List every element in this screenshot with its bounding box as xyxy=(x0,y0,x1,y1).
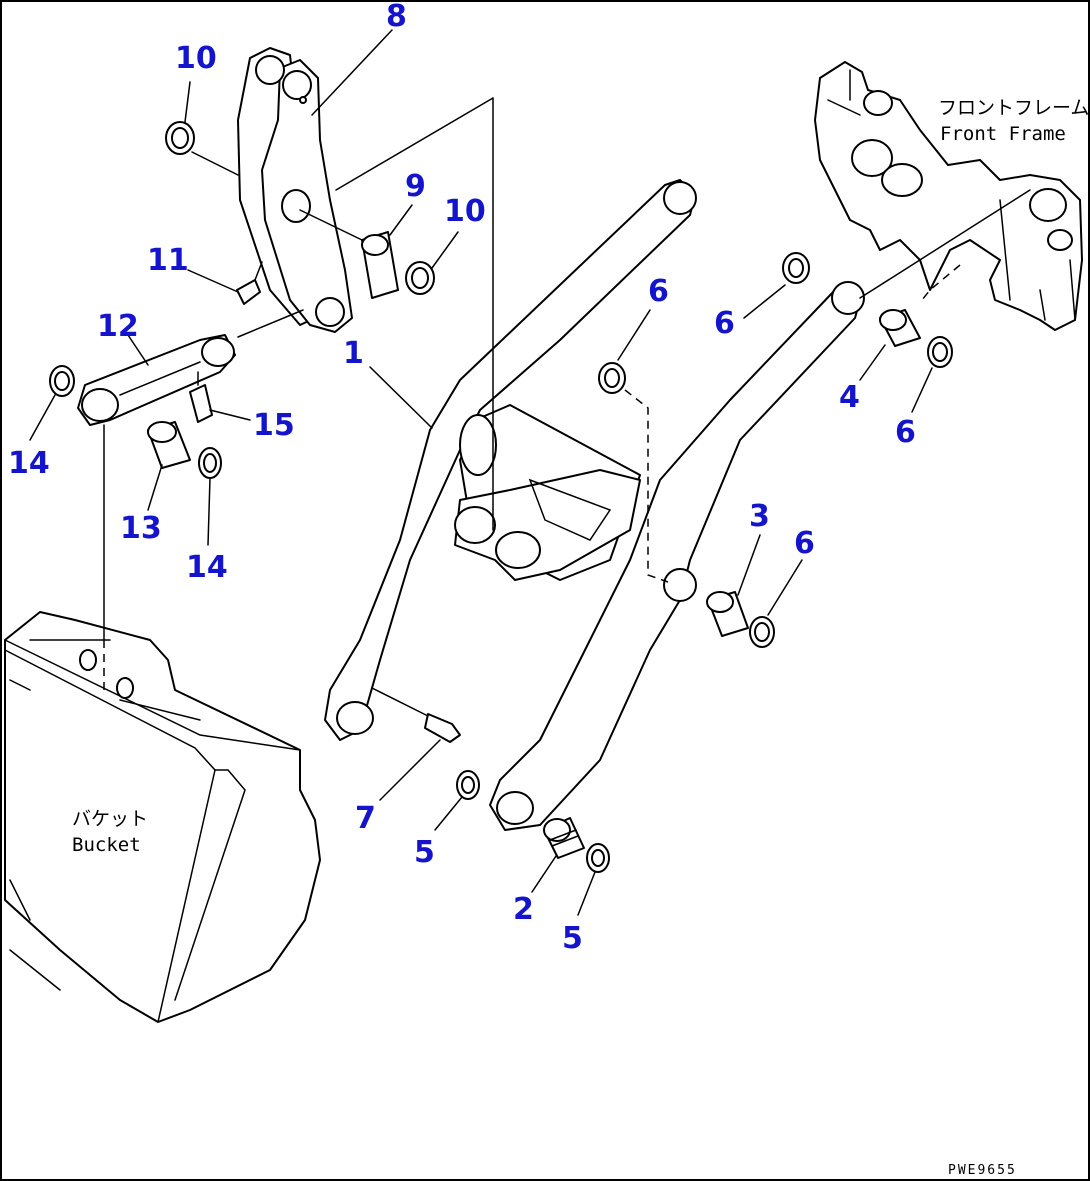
drawing-code: PWE9655 xyxy=(948,1163,1017,1178)
callout-5-right: 5 xyxy=(562,921,583,956)
callout-1: 1 xyxy=(343,336,364,371)
callout-10-right: 10 xyxy=(444,194,486,229)
callout-14-left: 14 xyxy=(8,446,50,481)
callout-6-middle: 6 xyxy=(648,274,669,309)
bushing-4 xyxy=(879,309,921,347)
callout-11: 11 xyxy=(147,243,189,278)
callout-7: 7 xyxy=(355,801,376,836)
callout-6-lower: 6 xyxy=(794,526,815,561)
bucket-link xyxy=(77,334,236,426)
leader-lines xyxy=(29,29,933,916)
callout-15: 15 xyxy=(253,408,295,443)
front-frame-label-jp: フロントフレーム xyxy=(938,97,1089,119)
bushing-2 xyxy=(543,817,585,859)
callout-14-bottom: 14 xyxy=(186,550,228,585)
front-frame xyxy=(814,61,1083,331)
bushing-9 xyxy=(361,231,399,299)
callout-8: 8 xyxy=(386,0,407,34)
grease-fitting-7 xyxy=(371,687,461,743)
callout-3: 3 xyxy=(749,499,770,534)
boom-assembly xyxy=(324,179,865,831)
callout-13: 13 xyxy=(120,511,162,546)
assembly-lines xyxy=(103,97,1031,690)
callout-10-top: 10 xyxy=(175,41,217,76)
callout-4: 4 xyxy=(839,380,860,415)
callout-9: 9 xyxy=(405,169,426,204)
callout-6-upper: 6 xyxy=(714,306,735,341)
callout-12: 12 xyxy=(97,309,139,344)
bushing-3 xyxy=(706,591,749,637)
bucket-label-jp: バケット xyxy=(72,808,148,830)
bellcrank xyxy=(237,47,353,333)
grease-fitting-15 xyxy=(189,371,213,423)
bucket-label-en: Bucket xyxy=(72,834,141,856)
callout-5-left: 5 xyxy=(414,835,435,870)
bucket xyxy=(4,611,321,1023)
callout-2: 2 xyxy=(513,892,534,927)
callout-6-right: 6 xyxy=(895,415,916,450)
grease-fitting-11 xyxy=(236,261,263,305)
bushing-13 xyxy=(147,421,191,469)
front-frame-label-en: Front Frame xyxy=(940,123,1066,145)
